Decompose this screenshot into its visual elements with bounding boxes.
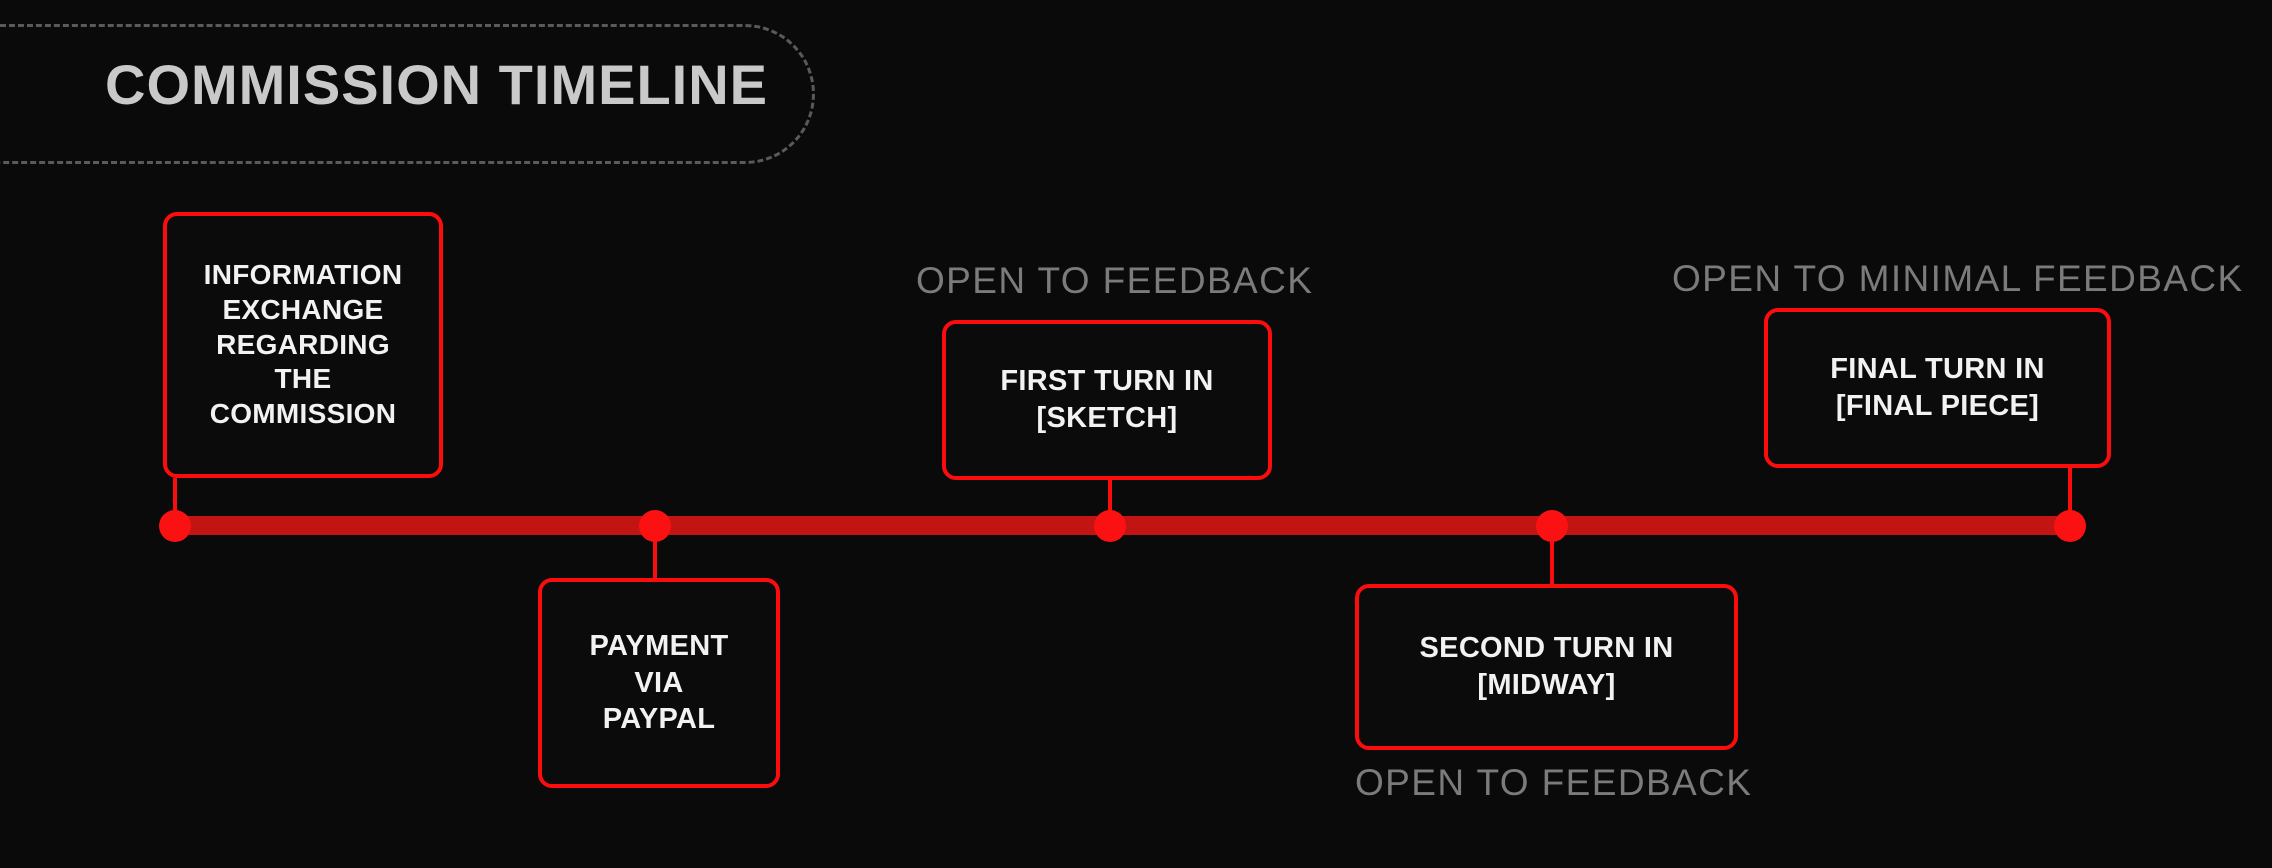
caption-first-turn: OPEN TO FEEDBACK (916, 260, 1314, 301)
milestone-line-2: VIA (634, 666, 684, 699)
milestone-line-2: EXCHANGE (222, 293, 384, 325)
milestone-line-1: FINAL TURN IN (1830, 353, 2045, 386)
timeline-dot-final-turn[interactable] (2054, 510, 2086, 542)
milestone-box-final-turn[interactable]: FINAL TURN IN [FINAL PIECE] (1764, 308, 2111, 468)
milestone-box-payment[interactable]: PAYMENT VIA PAYPAL (538, 578, 780, 788)
milestone-label-final-turn: FINAL TURN IN [FINAL PIECE] (1820, 351, 2054, 424)
page-title: COMMISSION TIMELINE (105, 53, 768, 116)
timeline-dot-first-turn[interactable] (1094, 510, 1126, 542)
milestone-line-1: FIRST TURN IN (1000, 365, 1214, 398)
milestone-line-1: SECOND TURN IN (1419, 632, 1674, 665)
milestone-line-4: THE (274, 363, 332, 395)
milestone-label-payment: PAYMENT VIA PAYPAL (579, 628, 738, 738)
timeline-dot-information-exchange[interactable] (159, 510, 191, 542)
connector-first-turn (1108, 478, 1112, 526)
milestone-line-2: [FINAL PIECE] (1835, 390, 2040, 422)
milestone-line-5: COMMISSION (209, 398, 397, 430)
connector-second-turn (1550, 526, 1554, 586)
connector-payment (653, 526, 657, 582)
connector-information-exchange (173, 478, 177, 526)
milestone-line-1: PAYMENT (589, 630, 729, 663)
milestone-line-3: PAYPAL (602, 703, 716, 736)
caption-final-turn: OPEN TO MINIMAL FEEDBACK (1672, 258, 2244, 299)
milestone-box-information-exchange[interactable]: INFORMATION EXCHANGE REGARDING THE COMMI… (163, 212, 443, 478)
milestone-line-1: INFORMATION (203, 259, 403, 291)
timeline-dot-second-turn[interactable] (1536, 510, 1568, 542)
milestone-label-second-turn: SECOND TURN IN [MIDWAY] (1410, 630, 1684, 703)
milestone-line-2: [SKETCH] (1036, 402, 1178, 434)
milestone-box-first-turn[interactable]: FIRST TURN IN [SKETCH] (942, 320, 1272, 480)
milestone-line-2: [MIDWAY] (1477, 669, 1616, 701)
caption-second-turn: OPEN TO FEEDBACK (1355, 762, 1753, 803)
milestone-line-3: REGARDING (216, 328, 390, 360)
milestone-label-first-turn: FIRST TURN IN [SKETCH] (990, 363, 1223, 436)
timeline-dot-payment[interactable] (639, 510, 671, 542)
milestone-box-second-turn[interactable]: SECOND TURN IN [MIDWAY] (1355, 584, 1738, 750)
milestone-label-information-exchange: INFORMATION EXCHANGE REGARDING THE COMMI… (194, 258, 413, 432)
title-dashed-container (0, 24, 815, 164)
connector-final-turn (2068, 466, 2072, 526)
